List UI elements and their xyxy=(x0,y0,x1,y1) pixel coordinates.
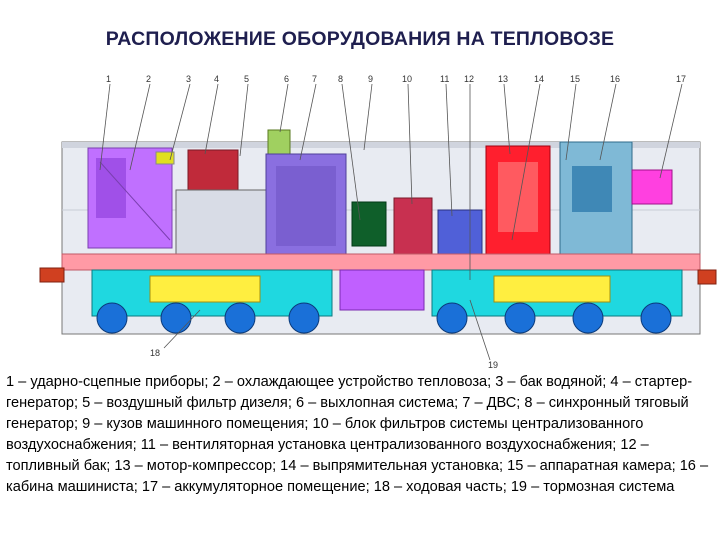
callout-lines xyxy=(99,83,683,361)
wheel xyxy=(504,302,536,334)
callout-1: 1 xyxy=(106,74,111,84)
filter-block xyxy=(393,197,433,255)
bogie-left xyxy=(91,269,333,334)
callout-12: 12 xyxy=(464,74,474,84)
callout-17: 17 xyxy=(676,74,686,84)
traction-generator xyxy=(351,201,387,247)
callout-10: 10 xyxy=(402,74,412,84)
callout-15: 15 xyxy=(570,74,580,84)
wheel xyxy=(572,302,604,334)
wheel xyxy=(160,302,192,334)
compressor-panel xyxy=(498,162,538,232)
callout-16: 16 xyxy=(610,74,620,84)
callout-18: 18 xyxy=(150,348,160,358)
wheel xyxy=(436,302,468,334)
main-frame xyxy=(61,253,701,271)
callout-6: 6 xyxy=(284,74,289,84)
starter-generator xyxy=(187,149,239,191)
legend-caption: 1 – ударно-сцепные приборы; 2 – охлаждаю… xyxy=(6,374,709,495)
wheel xyxy=(640,302,672,334)
callout-14: 14 xyxy=(534,74,544,84)
water-tank xyxy=(155,151,175,165)
callout-5: 5 xyxy=(244,74,249,84)
fuel-tank xyxy=(339,269,425,311)
callout-2: 2 xyxy=(146,74,151,84)
air-filter xyxy=(267,129,291,155)
bogie-right xyxy=(431,269,683,334)
callout-numbers: 1 2 3 4 5 6 7 8 9 10 11 12 13 14 15 16 1… xyxy=(106,74,686,370)
diesel-engine xyxy=(265,153,347,255)
fan-unit xyxy=(437,209,483,259)
cooling-unit xyxy=(87,147,173,249)
callout-13: 13 xyxy=(498,74,508,84)
locomotive-diagram: 1 2 3 4 5 6 7 8 9 10 11 12 13 14 15 16 1… xyxy=(39,74,717,370)
callout-11: 11 xyxy=(440,74,449,84)
battery-compartment xyxy=(631,169,673,205)
callout-4: 4 xyxy=(214,74,219,84)
callout-8: 8 xyxy=(338,74,343,84)
auxiliary-equipment xyxy=(175,189,269,263)
callout-19: 19 xyxy=(488,360,498,370)
callout-7: 7 xyxy=(312,74,317,84)
driver-cab xyxy=(559,141,633,255)
callout-3: 3 xyxy=(186,74,191,84)
callout-9: 9 xyxy=(368,74,373,84)
coupler-right xyxy=(697,269,717,285)
wheel xyxy=(288,302,320,334)
wheel xyxy=(224,302,256,334)
coupler-left xyxy=(39,267,65,283)
wheel xyxy=(96,302,128,334)
page-title: РАСПОЛОЖЕНИЕ ОБОРУДОВАНИЯ НА ТЕПЛОВОЗЕ xyxy=(105,28,615,50)
